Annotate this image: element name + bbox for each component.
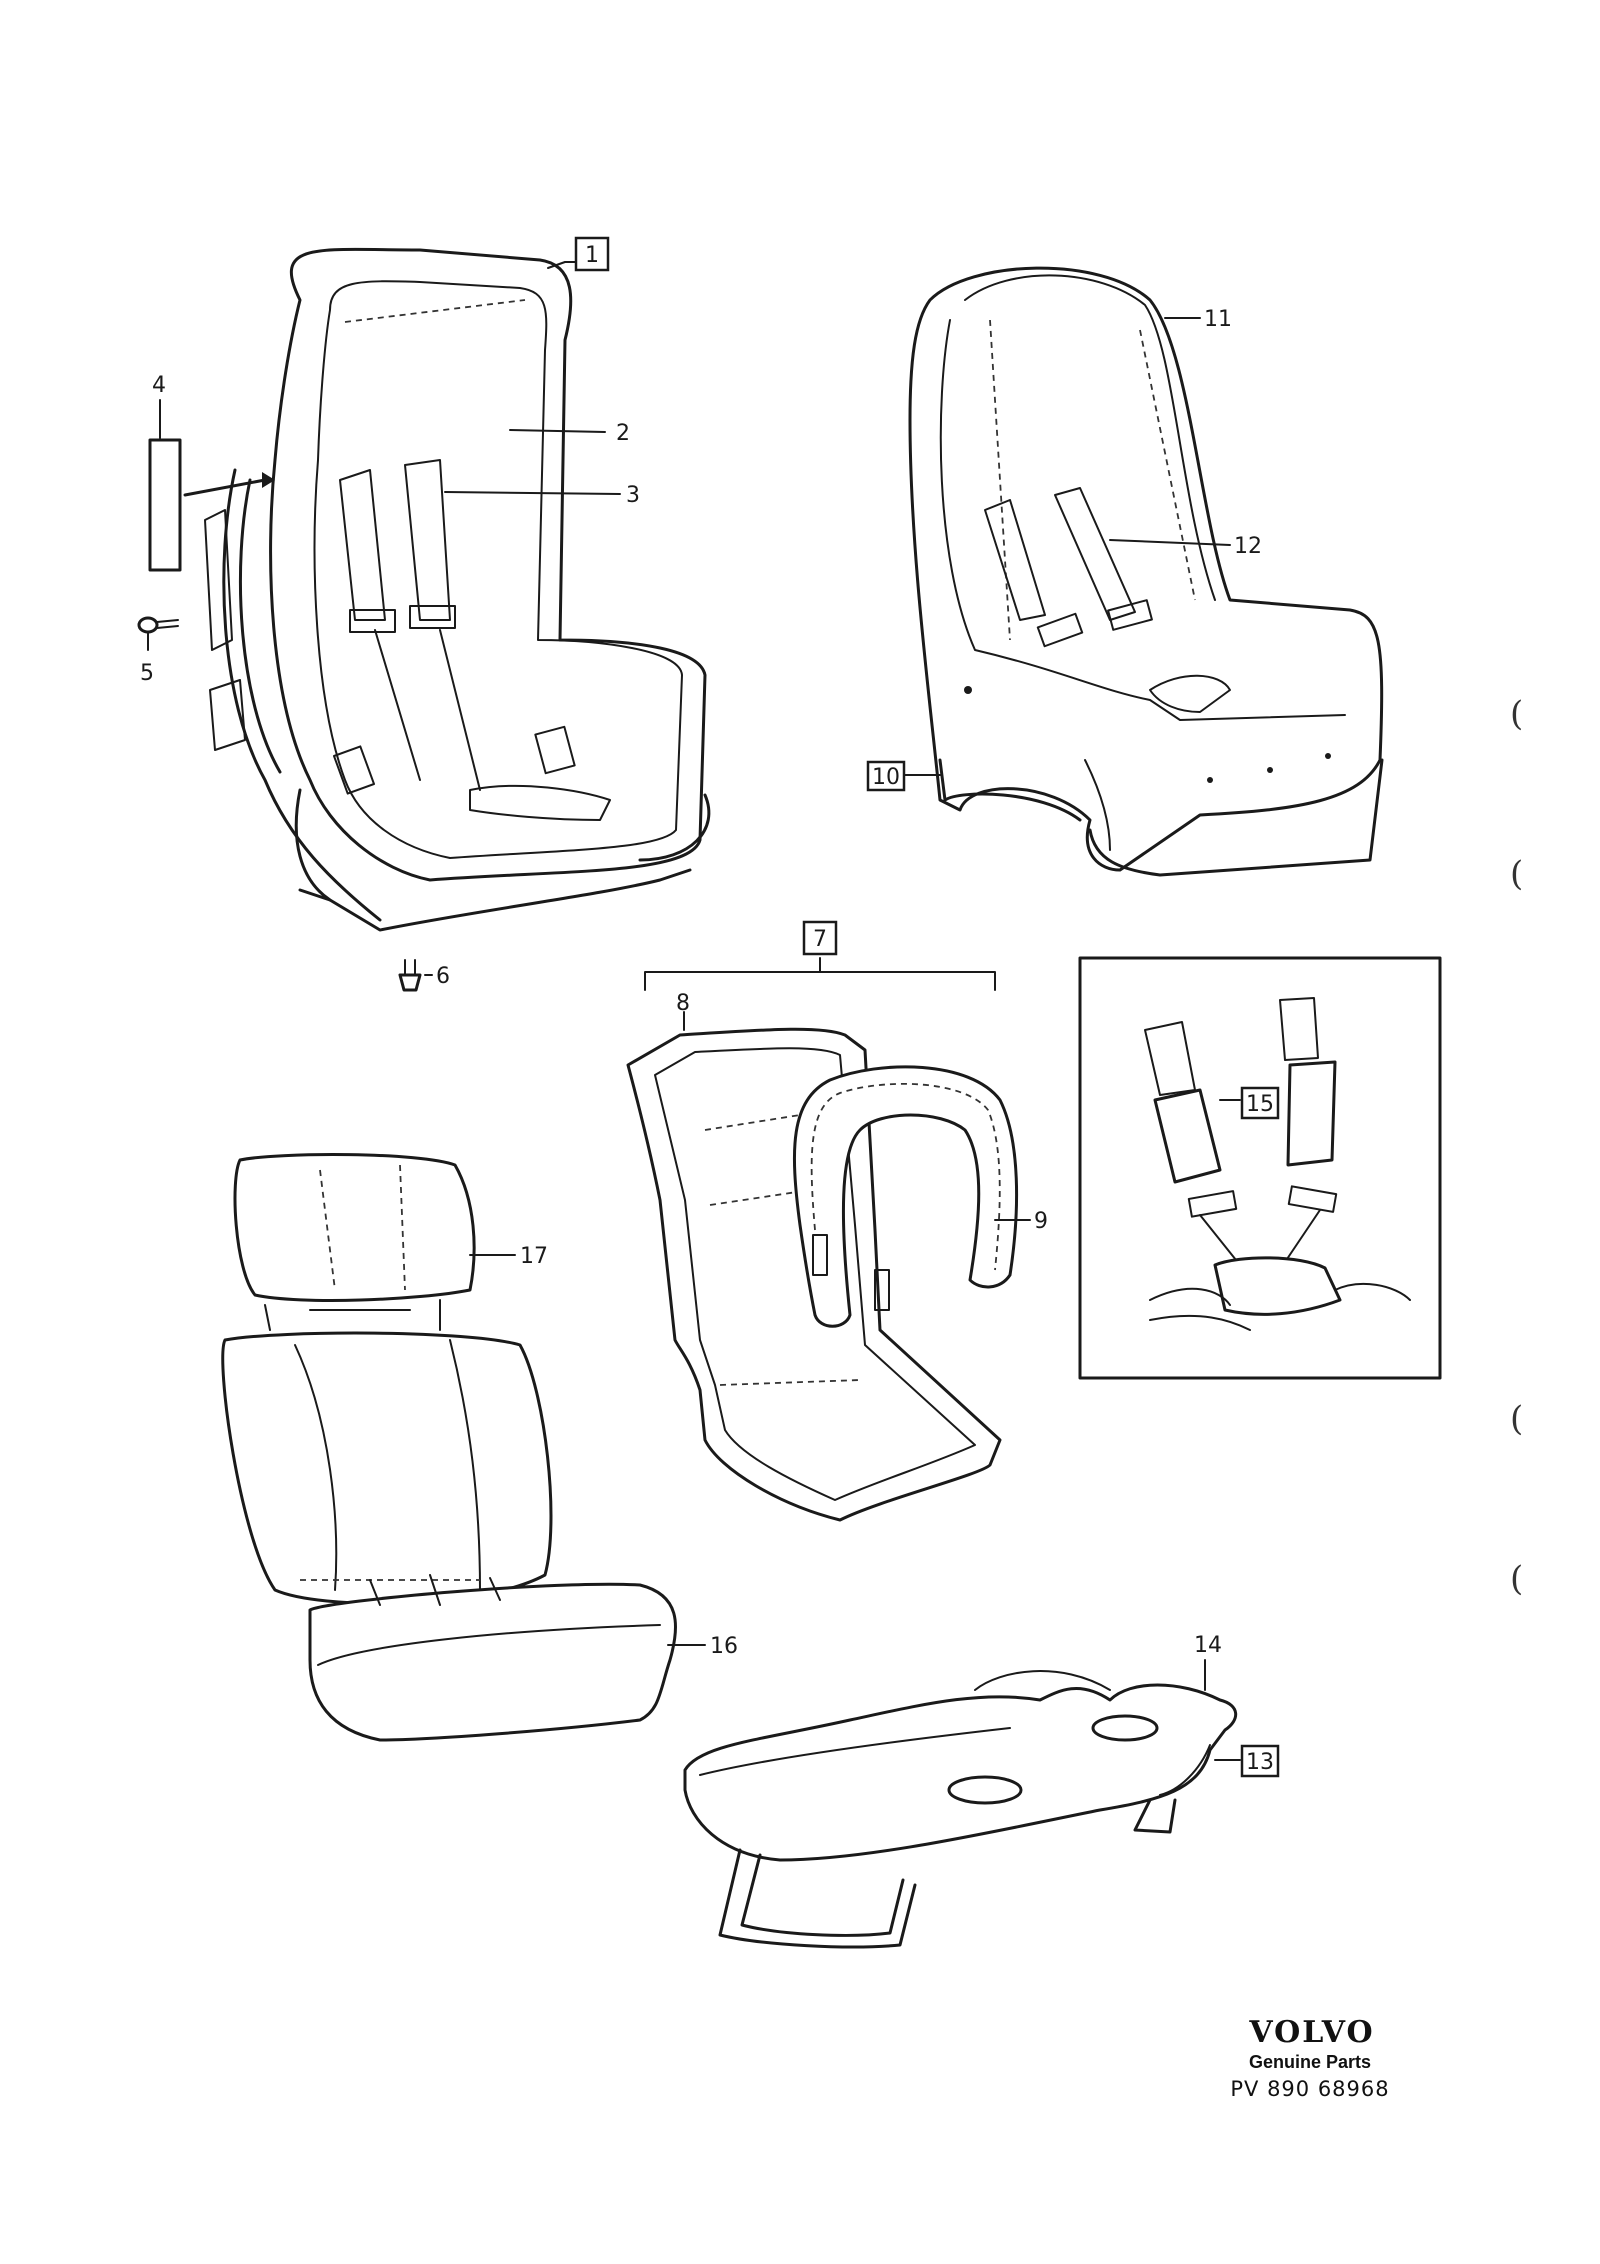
callout-6: 6 [436,964,450,989]
harness-pad-detail [1078,956,1442,1380]
label-plate [148,438,182,572]
child-seat-assembly [137,247,711,992]
booster-seat [221,1153,677,1742]
callout-16: 16 [710,1634,738,1659]
leader-lines [159,261,1241,1761]
screw-part [137,616,179,634]
callout-box-10 [866,760,906,792]
drawing-code: PV 890 68968 [1230,2077,1389,2101]
callout-10: 10 [872,765,900,790]
callout-17: 17 [520,1244,548,1269]
margin-mark: ( [1510,694,1523,734]
callout-box-15 [1240,1086,1280,1120]
margin-mark: ( [1510,854,1523,894]
callout-2: 2 [616,421,630,446]
screw-part [398,959,422,992]
play-tray [683,1670,1238,1949]
callout-box-7 [802,920,838,956]
callout-9: 9 [1034,1209,1048,1234]
callout-4: 4 [152,373,166,398]
brand-logo: VOLVO [1248,2015,1374,2050]
margin-mark: ( [1510,1399,1523,1439]
callout-8: 8 [676,991,690,1016]
brand-tagline: Genuine Parts [1249,2052,1371,2072]
callout-box-13 [1240,1744,1280,1778]
callout-1: 1 [585,243,599,268]
seat-cover-set [626,957,1019,1522]
callout-15: 15 [1246,1092,1274,1117]
callout-box-1 [574,236,610,272]
callout-7: 7 [813,927,827,952]
callout-14: 14 [1194,1633,1222,1658]
callout-3: 3 [626,483,640,508]
infant-seat [908,266,1384,877]
callout-5: 5 [140,661,154,686]
margin-mark: ( [1510,1559,1523,1599]
callout-11: 11 [1204,307,1232,332]
callout-12: 12 [1234,534,1262,559]
callout-13: 13 [1246,1750,1274,1775]
